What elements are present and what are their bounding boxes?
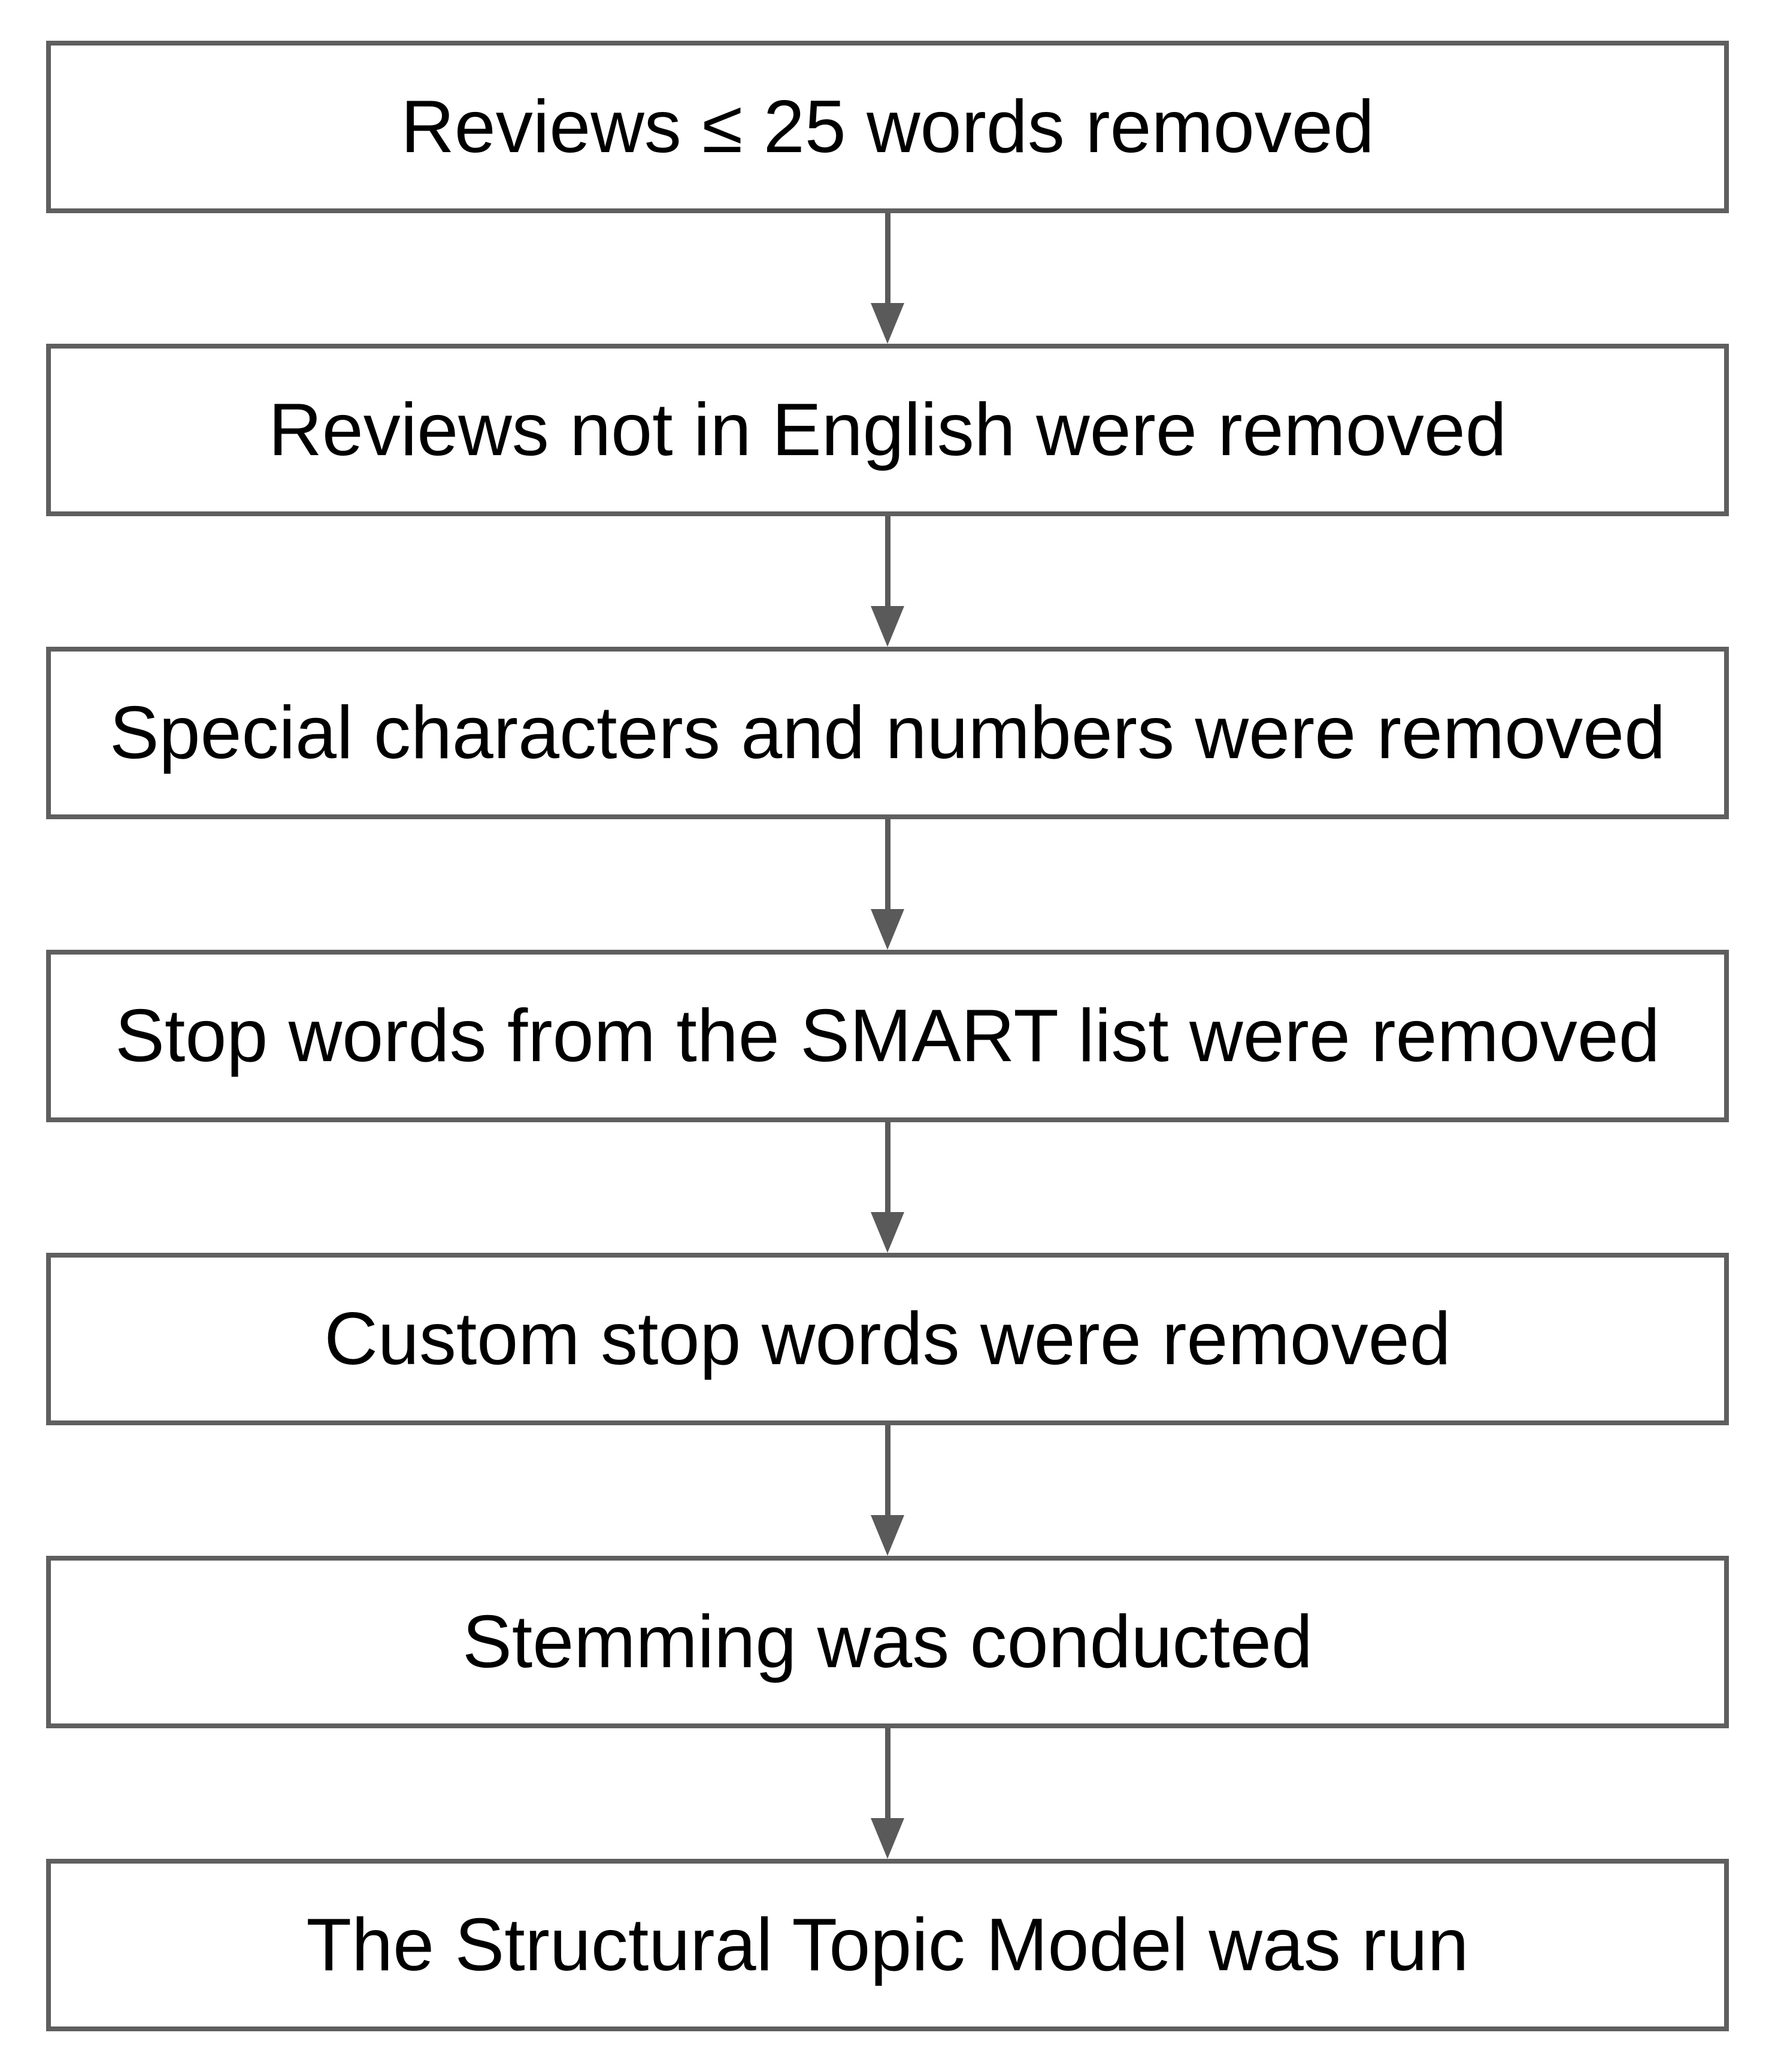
flow-step-label: Special characters and numbers were remo…: [109, 691, 1666, 774]
flow-step-label: Stemming was conducted: [462, 1600, 1313, 1683]
arrow-stem: [885, 1122, 890, 1212]
arrow-head-icon: [871, 1212, 904, 1253]
arrow-head-icon: [871, 909, 904, 950]
arrow-head-icon: [871, 1515, 904, 1556]
down-arrow: [46, 516, 1729, 647]
down-arrow: [46, 1122, 1729, 1253]
arrow-head-icon: [871, 303, 904, 344]
flowchart: Reviews ≤ 25 words removed Reviews not i…: [46, 0, 1729, 2031]
down-arrow: [46, 1425, 1729, 1556]
arrow-stem: [885, 1425, 890, 1515]
flow-step-label: Reviews not in English were removed: [268, 388, 1507, 471]
flow-step-box: Special characters and numbers were remo…: [46, 647, 1729, 819]
flow-step-box: Stop words from the SMART list were remo…: [46, 950, 1729, 1122]
arrow-stem: [885, 213, 890, 303]
flow-step-label: The Structural Topic Model was run: [306, 1903, 1469, 1986]
flow-step-box: Stemming was conducted: [46, 1556, 1729, 1728]
flow-step-box: Custom stop words were removed: [46, 1253, 1729, 1425]
flow-step-label: Custom stop words were removed: [324, 1297, 1451, 1380]
flow-step-label: Reviews ≤ 25 words removed: [401, 85, 1374, 168]
down-arrow: [46, 1728, 1729, 1859]
flow-step-label: Stop words from the SMART list were remo…: [115, 994, 1660, 1077]
arrow-stem: [885, 1728, 890, 1818]
arrow-head-icon: [871, 1818, 904, 1859]
flow-step-box: Reviews ≤ 25 words removed: [46, 41, 1729, 213]
arrow-head-icon: [871, 606, 904, 647]
down-arrow: [46, 819, 1729, 950]
arrow-stem: [885, 819, 890, 909]
flow-step-box: Reviews not in English were removed: [46, 344, 1729, 516]
flow-step-box: The Structural Topic Model was run: [46, 1859, 1729, 2031]
down-arrow: [46, 213, 1729, 344]
arrow-stem: [885, 516, 890, 606]
